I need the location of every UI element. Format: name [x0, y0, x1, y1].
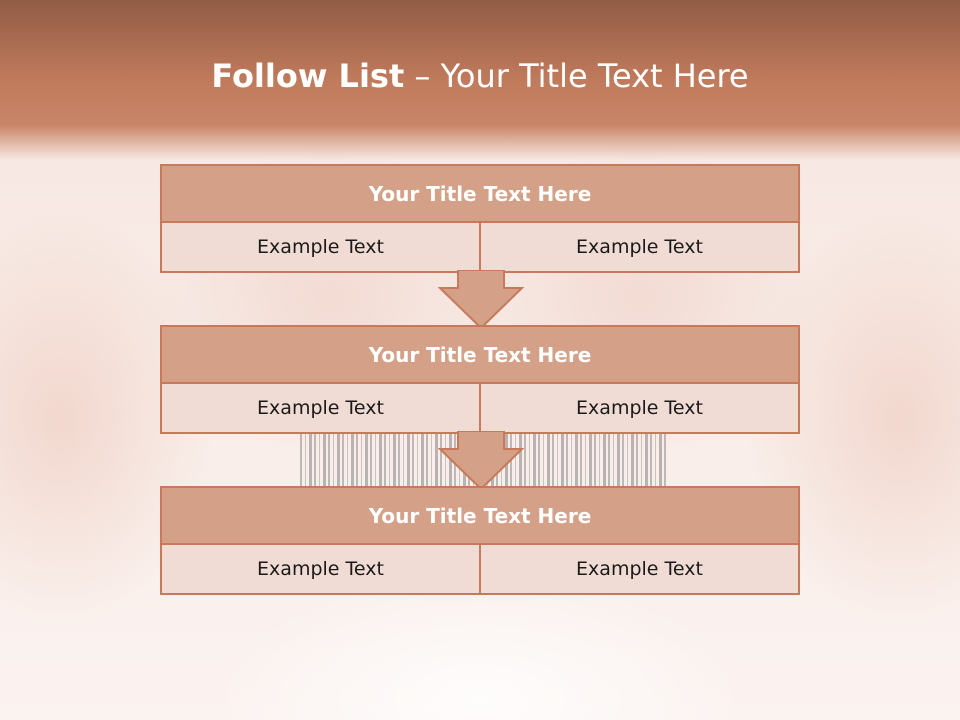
- step-row: Example Text Example Text: [162, 545, 798, 593]
- step-title: Your Title Text Here: [162, 166, 798, 223]
- down-arrow-icon: [438, 270, 524, 330]
- step-box-1: Your Title Text Here Example Text Exampl…: [160, 164, 800, 273]
- slide-title: Follow List – Your Title Text Here: [0, 52, 960, 100]
- step-cell-left: Example Text: [257, 236, 384, 258]
- step-row: Example Text Example Text: [162, 384, 798, 432]
- step-row: Example Text Example Text: [162, 223, 798, 271]
- step-cell-right: Example Text: [479, 384, 798, 432]
- step-cell-right: Example Text: [479, 223, 798, 271]
- step-title: Your Title Text Here: [162, 327, 798, 384]
- step-cell-right: Example Text: [479, 545, 798, 593]
- step-box-2: Your Title Text Here Example Text Exampl…: [160, 325, 800, 434]
- slide-title-rest: – Your Title Text Here: [404, 57, 749, 95]
- step-box-3: Your Title Text Here Example Text Exampl…: [160, 486, 800, 595]
- step-title: Your Title Text Here: [162, 488, 798, 545]
- step-cell-left: Example Text: [257, 558, 384, 580]
- slide-header: Follow List – Your Title Text Here: [0, 0, 960, 160]
- down-arrow-icon: [438, 431, 524, 491]
- slide-title-bold: Follow List: [211, 57, 405, 95]
- step-cell-left: Example Text: [257, 397, 384, 419]
